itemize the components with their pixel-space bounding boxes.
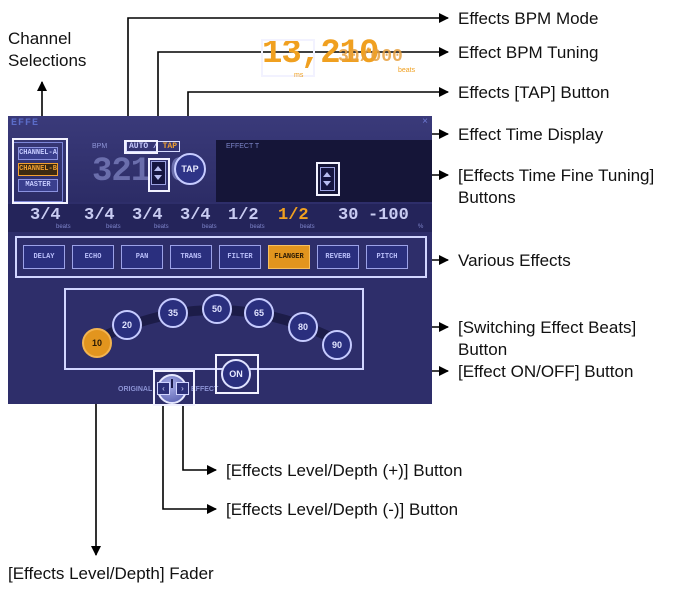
beat-button-50[interactable]: 50 — [202, 294, 232, 324]
beat-values-row: 3/4 3/4 3/4 3/4 1/2 1/2 30 -100 beats be… — [8, 204, 432, 232]
channel-b-button[interactable]: CHANNEL-B — [18, 163, 58, 176]
beat-value-flanger: 1/2 — [278, 206, 309, 225]
effects-selector: DELAY ECHO PAN TRANS FILTER FLANGER REVE… — [15, 236, 427, 278]
effect-on-off-button[interactable]: ON — [221, 359, 251, 389]
callout-switching-beats: [Switching Effect Beats] Button — [458, 318, 637, 359]
bpm-mode-tap: TAP — [162, 142, 178, 151]
callout-bpm-mode: Effects BPM Mode — [458, 9, 599, 28]
callout-various-effects: Various Effects — [458, 251, 571, 270]
on-button-highlight — [215, 354, 259, 394]
beat-value-echo: 3/4 — [84, 206, 115, 225]
callout-on-off: [Effect ON/OFF] Button — [458, 362, 634, 381]
bpm-mode-highlight — [124, 140, 158, 154]
beats-switch-area: 10 20 35 50 65 80 90 — [64, 288, 364, 370]
beat-button-65[interactable]: 65 — [244, 298, 274, 328]
beat-sub-label: beats — [250, 224, 265, 230]
original-label: ORIGINAL — [118, 386, 153, 393]
chevron-down-icon[interactable] — [323, 181, 331, 186]
beat-value-filter: 1/2 — [228, 206, 259, 225]
knob-indicator — [171, 379, 173, 388]
effect-pitch-button[interactable]: PITCH — [366, 245, 408, 269]
effect-filter-button[interactable]: FILTER — [219, 245, 261, 269]
effect-trans-button[interactable]: TRANS — [170, 245, 212, 269]
beat-sub-label: beats — [154, 224, 169, 230]
callout-time-display: Effect Time Display — [458, 125, 604, 144]
bpm-label: BPM — [92, 143, 108, 150]
beat-value-pan: 3/4 — [132, 206, 163, 225]
beat-value-delay: 3/4 — [30, 206, 61, 225]
beat-sub-label: beats — [300, 224, 315, 230]
time-display-highlight — [261, 39, 315, 77]
time-label: EFFECT T — [226, 143, 260, 150]
time-unit: ms — [294, 72, 304, 79]
bpm-mode-auto: AUTO — [129, 142, 149, 151]
beats-display: 30/000 — [338, 47, 403, 67]
time-fine-tuning-stepper[interactable] — [320, 167, 335, 191]
bpm-value: 321.0 — [92, 153, 190, 191]
time-value: 13,210 — [262, 35, 379, 73]
effect-echo-button[interactable]: ECHO — [72, 245, 114, 269]
callout-tap-button: Effects [TAP] Button — [458, 83, 610, 102]
callout-level-minus: [Effects Level/Depth (-)] Button — [226, 500, 459, 519]
level-plus-button[interactable]: › — [176, 382, 189, 395]
callout-level-fader: [Effects Level/Depth] Fader — [8, 564, 214, 583]
fader-highlight — [153, 370, 195, 406]
time-tuning-highlight — [316, 162, 340, 196]
master-button[interactable]: MASTER — [18, 179, 58, 192]
beat-button-20[interactable]: 20 — [112, 310, 142, 340]
beat-button-10[interactable]: 10 — [82, 328, 112, 358]
effect-flanger-button[interactable]: FLANGER — [268, 245, 310, 269]
channel-highlight — [12, 138, 68, 204]
beat-button-80[interactable]: 80 — [288, 312, 318, 342]
close-icon[interactable]: × — [422, 116, 428, 127]
chevron-up-icon[interactable] — [154, 166, 162, 171]
beat-sub-label: % — [418, 224, 424, 230]
callout-bpm-tuning: Effect BPM Tuning — [458, 43, 599, 62]
beat-sub-label: beats — [106, 224, 121, 230]
beat-value-reverb: 30 — [338, 206, 359, 225]
callout-channel-selections: Channel Selections — [8, 29, 87, 70]
channel-a-button[interactable]: CHANNEL-A — [18, 147, 58, 160]
bpm-mode-separator: / — [148, 142, 163, 151]
bpm-tuning-highlight — [148, 158, 170, 192]
effect-label: EFFECT — [191, 386, 219, 393]
beat-sub-label: beats — [202, 224, 217, 230]
callout-level-plus: [Effects Level/Depth (+)] Button — [226, 461, 463, 480]
effect-delay-button[interactable]: DELAY — [23, 245, 65, 269]
channel-selector: CHANNEL-A CHANNEL-B MASTER — [13, 142, 63, 202]
beat-sub-label: beats — [56, 224, 71, 230]
chevron-down-icon[interactable] — [154, 175, 162, 180]
tap-button[interactable]: TAP — [174, 153, 206, 185]
panel-title: EFFE — [11, 118, 40, 129]
callout-time-fine-tuning: [Effects Time Fine Tuning] Buttons — [458, 166, 655, 207]
beat-button-35[interactable]: 35 — [158, 298, 188, 328]
chevron-up-icon[interactable] — [323, 172, 331, 177]
beat-button-90[interactable]: 90 — [322, 330, 352, 360]
bpm-tuning-stepper[interactable] — [151, 161, 166, 185]
beats-unit: beats — [398, 67, 416, 74]
effect-reverb-button[interactable]: REVERB — [317, 245, 359, 269]
level-minus-button[interactable]: ‹ — [157, 382, 170, 395]
beat-value-pitch: -100 — [368, 206, 409, 225]
effect-pan-button[interactable]: PAN — [121, 245, 163, 269]
beat-value-trans: 3/4 — [180, 206, 211, 225]
